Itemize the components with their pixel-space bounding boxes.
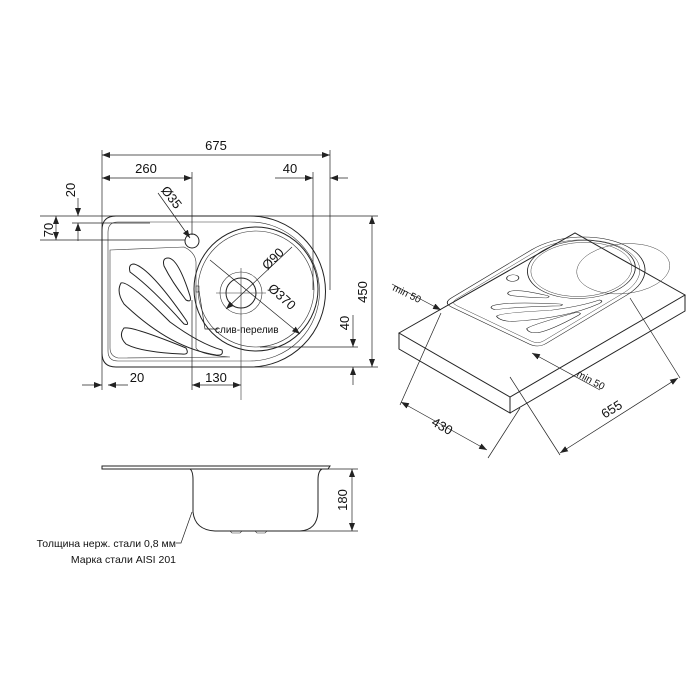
dim-tap-hole-diameter: Ø35 xyxy=(158,183,185,212)
overflow-label: слив-перелив xyxy=(215,325,279,336)
overflow-mark xyxy=(195,285,200,293)
dim-drain-diameter: Ø90 xyxy=(259,245,287,273)
dim-40-top: 40 xyxy=(283,161,297,176)
drainboard-rib xyxy=(163,257,191,302)
dim-675: 675 xyxy=(205,138,227,153)
dim-20-left: 20 xyxy=(63,183,78,197)
dim-655: 655 xyxy=(598,397,624,421)
isometric-view: min 50 min 50 430 655 xyxy=(391,232,687,459)
dim-40-right: 40 xyxy=(337,316,352,330)
drainboard-rib xyxy=(118,282,223,356)
dim-130: 130 xyxy=(205,370,227,385)
iso-sink xyxy=(446,236,671,347)
note-steel-thickness: Толщина нерж. стали 0,8 мм xyxy=(37,538,176,550)
note-steel-grade: Марка стали AISI 201 xyxy=(71,554,176,566)
dim-20-bottom: 20 xyxy=(130,370,144,385)
dim-260: 260 xyxy=(135,161,157,176)
drainboard-rib xyxy=(129,263,189,325)
dim-430: 430 xyxy=(429,414,455,438)
dim-min-50-right: min 50 xyxy=(575,369,607,393)
dim-bowl-diameter: Ø370 xyxy=(265,280,299,312)
dim-450: 450 xyxy=(355,281,370,303)
dim-min-50-left: min 50 xyxy=(391,283,423,306)
side-view: 180 Толщина нерж. стали 0,8 мм Марка ста… xyxy=(37,465,358,566)
top-view: 675 260 40 20 70 450 40 20 130 Ø35 Ø90 Ø… xyxy=(40,138,378,400)
tap-hole xyxy=(184,233,200,249)
sink-outline xyxy=(101,215,326,368)
dim-70: 70 xyxy=(41,223,56,237)
dim-180: 180 xyxy=(335,489,350,511)
drainboard-rib xyxy=(120,327,188,355)
